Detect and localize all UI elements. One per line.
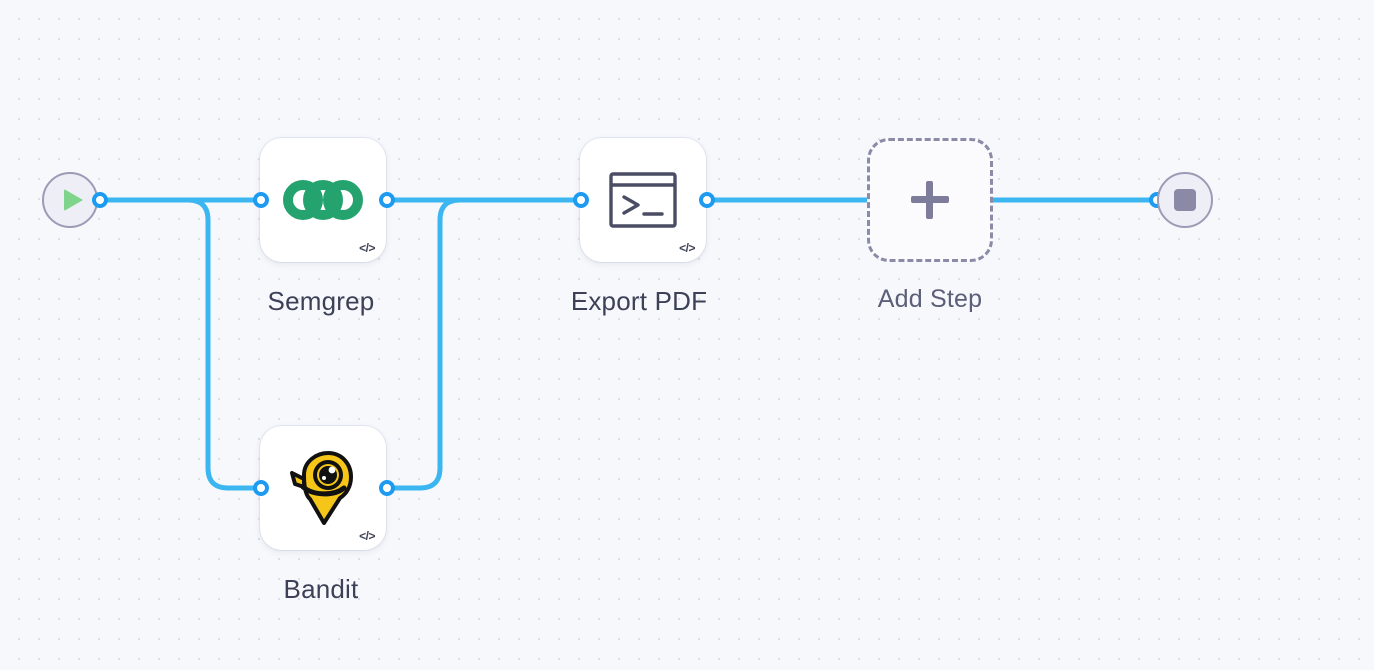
terminal-icon bbox=[609, 172, 677, 228]
export-pdf-output-port[interactable] bbox=[699, 192, 715, 208]
code-badge-icon: </> bbox=[679, 241, 695, 255]
stop-icon bbox=[1174, 189, 1196, 211]
end-node[interactable] bbox=[1157, 172, 1213, 228]
step-node-semgrep[interactable]: </> bbox=[260, 138, 386, 262]
plus-icon bbox=[911, 181, 949, 219]
edge-bandit-to-exportpdf bbox=[383, 197, 583, 491]
start-node[interactable] bbox=[42, 172, 98, 228]
step-label-bandit: Bandit bbox=[283, 574, 359, 604]
step-label-export-pdf: Export PDF bbox=[570, 286, 708, 316]
edge-start-to-bandit bbox=[97, 197, 264, 491]
code-badge-icon: </> bbox=[359, 241, 375, 255]
start-output-port[interactable] bbox=[92, 192, 108, 208]
step-node-bandit[interactable]: </> bbox=[260, 426, 386, 550]
semgrep-input-port[interactable] bbox=[253, 192, 269, 208]
bandit-logo-icon bbox=[290, 451, 353, 525]
semgrep-logo-icon bbox=[283, 180, 363, 220]
bandit-input-port[interactable] bbox=[253, 480, 269, 496]
code-badge-icon: </> bbox=[359, 529, 375, 543]
add-step-button[interactable] bbox=[867, 138, 993, 262]
bandit-output-port[interactable] bbox=[379, 480, 395, 496]
semgrep-output-port[interactable] bbox=[379, 192, 395, 208]
add-step-label: Add Step bbox=[877, 285, 983, 313]
step-node-export-pdf[interactable]: </> bbox=[580, 138, 706, 262]
export-pdf-input-port[interactable] bbox=[573, 192, 589, 208]
step-label-semgrep: Semgrep bbox=[267, 286, 375, 316]
play-icon bbox=[63, 189, 83, 211]
